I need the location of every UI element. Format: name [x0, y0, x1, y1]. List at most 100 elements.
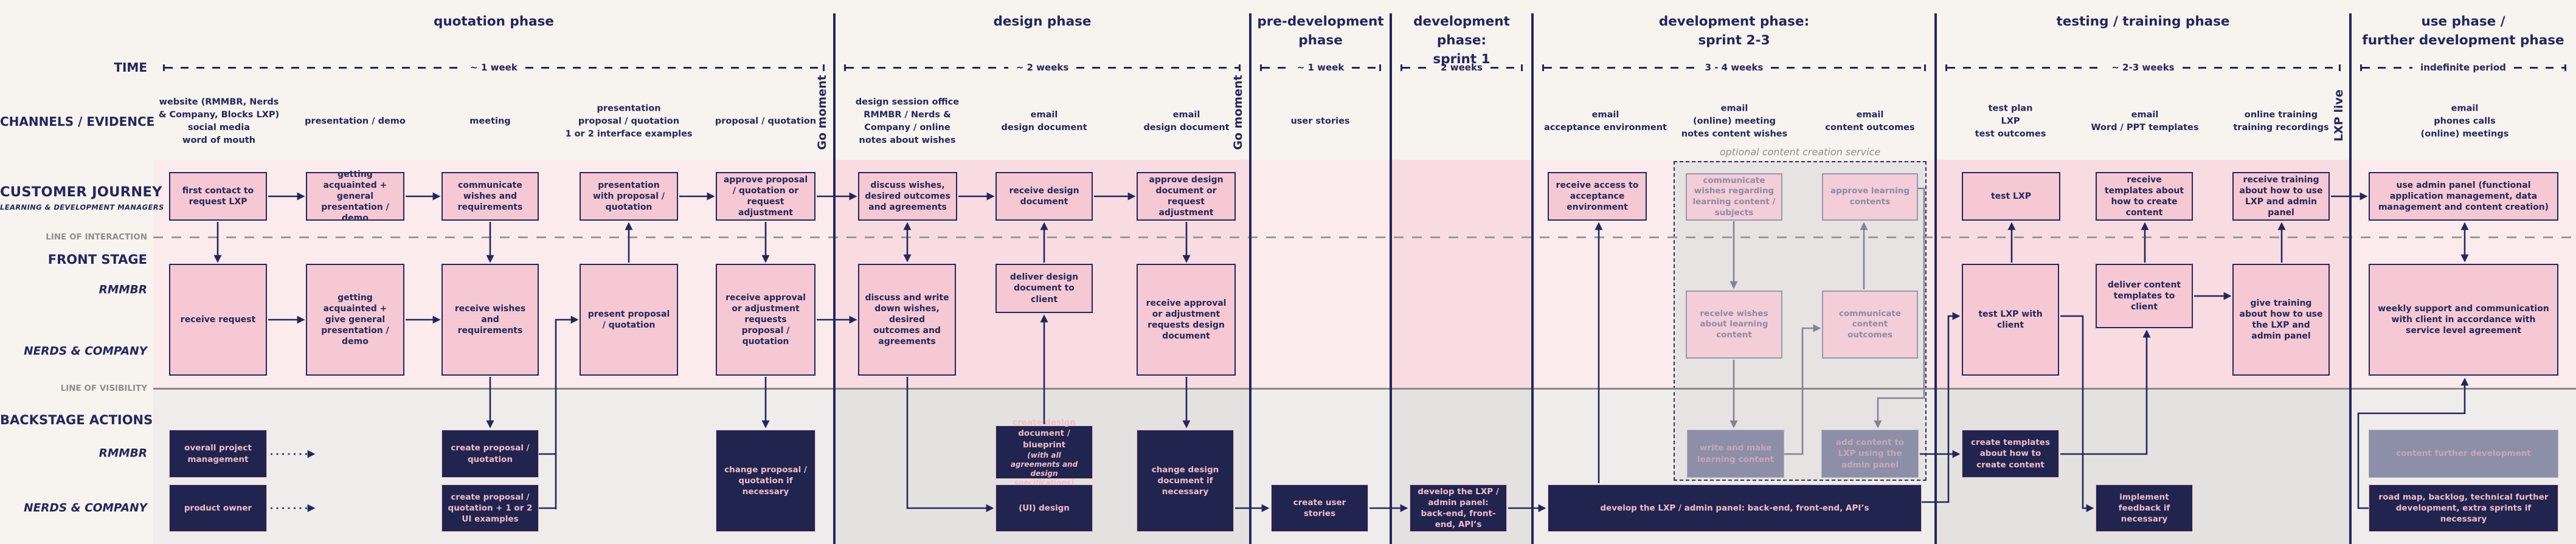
- blueprint-box-cj-approve-proposal: approve proposal / quotation or request …: [716, 172, 815, 221]
- front-stage-nerds-label: NERDS & COMPANY: [24, 345, 147, 358]
- time-endpoint-tick: [2360, 64, 2362, 71]
- box-text: receive wishes about learning content: [1700, 308, 1768, 340]
- channel-line: email: [1172, 110, 1200, 120]
- time-dashed-segment: [1076, 66, 1239, 69]
- phase-title-design: design phase: [839, 12, 1245, 31]
- phase-duration-testing-training: ~ 2-3 weeks: [2111, 62, 2175, 73]
- phase-duration-pre-development: ~ 1 week: [1297, 62, 1345, 73]
- channel-line: 1 or 2 interface examples: [565, 129, 693, 139]
- box-text: implement feedback if necessary: [2118, 492, 2170, 525]
- phase-duration-design: ~ 2 weeks: [1016, 62, 1069, 73]
- phase-time-sprint-1: 2 weeks: [1401, 62, 1523, 73]
- time-endpoint-tick: [1260, 64, 1262, 71]
- phase-title-line: further development phase: [2362, 33, 2564, 48]
- optional-content-region-label: optional content creation service: [1719, 146, 1881, 158]
- box-text: content further development: [2396, 449, 2531, 459]
- phase-divider: [1390, 13, 1392, 544]
- box-text: create user stories: [1293, 497, 1346, 518]
- phase-time-quotation: ~ 1 week: [163, 62, 825, 73]
- box-text: receive design document: [1009, 185, 1079, 207]
- blueprint-box-bs-write-content: write and make learning content: [1687, 430, 1784, 478]
- blueprint-box-cj-discuss-wishes: discuss wishes, desired outcomes and agr…: [858, 172, 957, 221]
- time-dashed-segment: [1947, 66, 2104, 69]
- box-text: discuss and write down wishes, desired o…: [865, 292, 949, 347]
- channel-line: acceptance environment: [1544, 123, 1667, 133]
- box-text: discuss wishes, desired outcomes and agr…: [865, 180, 950, 213]
- phase-title-pre-development: pre-development phase: [1255, 12, 1386, 50]
- phase-time-use-further: indefinite period: [2360, 62, 2567, 73]
- channel-line: content outcomes: [1825, 123, 1915, 133]
- blueprint-box-cj-presentation-proposal: presentation with proposal / quotation: [580, 172, 678, 221]
- phase-divider: [833, 13, 836, 544]
- channel-evidence-item-0: website (RMMBR, Nerds& Company, Blocks L…: [145, 96, 294, 147]
- blueprint-box-cj-communicate-learning-wishes: communicate wishes regarding learning co…: [1686, 173, 1782, 221]
- phase-title-line: phase: [1298, 33, 1343, 48]
- blueprint-box-bs-create-user-stories: create user stories: [1271, 484, 1368, 532]
- blueprint-box-cj-receive-design-doc: receive design document: [995, 172, 1093, 221]
- blueprint-box-fs-receive-wishes: receive wishes and requirements: [441, 264, 539, 376]
- blueprint-box-bs-create-proposal: create proposal / quotation: [441, 430, 539, 478]
- time-dashed-segment: [1352, 66, 1380, 69]
- customer-journey-row-label: CUSTOMER JOURNEY: [0, 184, 162, 200]
- channel-line: proposal / quotation: [715, 116, 817, 126]
- box-text: receive access to acceptance environment: [1556, 180, 1639, 213]
- customer-journey-row-sublabel: LEARNING & DEVELOPMENT MANAGERS: [0, 203, 164, 212]
- blueprint-box-cj-receive-templates: receive templates about how to create co…: [2096, 172, 2193, 221]
- channel-evidence-item-8: user stories: [1259, 115, 1381, 128]
- phase-duration-use-further: indefinite period: [2420, 62, 2506, 73]
- box-text: deliver design document to client: [1009, 272, 1079, 305]
- box-text: add content to LXP using the admin panel: [1835, 438, 1905, 470]
- channel-line: email: [1591, 110, 1619, 120]
- channel-line: design document: [1143, 123, 1230, 133]
- box-text: create templates about how to create con…: [1971, 438, 2050, 470]
- box-text: communicate wishes regarding learning co…: [1692, 175, 1776, 218]
- box-text: test LXP with client: [1978, 309, 2043, 330]
- time-endpoint-tick: [2564, 64, 2567, 71]
- blueprint-box-fs-receive-approval: receive approval or adjustment requests …: [716, 264, 815, 376]
- blueprint-box-fs-give-training: give training about how to use the LXP a…: [2232, 264, 2330, 376]
- backstage-nerds-label: NERDS & COMPANY: [24, 501, 147, 515]
- channel-line: website (RMMBR, Nerds: [159, 97, 279, 107]
- phase-title-sprint-2-3: development phase:sprint 2-3: [1537, 12, 1931, 50]
- phase-title-line: pre-development: [1257, 14, 1384, 29]
- phase-title-sprint-1: development phase: sprint 1: [1396, 12, 1528, 69]
- time-dashed-segment: [1771, 66, 1924, 69]
- channel-line: email: [2451, 103, 2479, 114]
- box-text: approve learning contents: [1830, 186, 1910, 207]
- channel-line: email: [1030, 110, 1058, 120]
- box-text: deliver content templates to client: [2107, 280, 2181, 312]
- time-dashed-segment: [846, 66, 1008, 69]
- phase-title-line: use phase /: [2421, 14, 2505, 29]
- blueprint-box-fs-receive-approval-design: receive approval or adjustment requests …: [1137, 264, 1236, 376]
- phase-title-line: quotation phase: [433, 14, 555, 29]
- phase-title-line: testing / training phase: [2056, 14, 2230, 29]
- time-endpoint-tick: [844, 64, 846, 71]
- front-stage-row-label: FRONT STAGE: [47, 252, 147, 267]
- blueprint-box-bs-content-further-dev: content further development: [2369, 430, 2558, 478]
- box-text: use admin panel (functional application …: [2378, 180, 2549, 213]
- blueprint-box-fs-communicate-outcomes: communicate content outcomes: [1822, 291, 1918, 359]
- backstage-rmmbr-label: RMMBR: [99, 447, 147, 460]
- channel-line: (online) meeting: [1692, 116, 1776, 126]
- channel-line: meeting: [469, 116, 511, 126]
- phase-title-line: sprint 1: [1433, 52, 1491, 67]
- box-text: communicate wishes and requirements: [457, 180, 523, 213]
- blueprint-box-fs-receive-learning-wishes: receive wishes about learning content: [1686, 291, 1782, 359]
- channel-line: social media: [187, 123, 251, 133]
- phase-title-line: development phase:: [1413, 14, 1510, 48]
- blueprint-box-bs-implement-feedback: implement feedback if necessary: [2096, 484, 2193, 532]
- blueprint-box-bs-create-proposal-ui: create proposal / quotation + 1 or 2 UI …: [441, 484, 539, 532]
- time-dashed-segment: [1490, 66, 1521, 69]
- box-text: create design document / blueprint: [1013, 418, 1076, 450]
- phase-transition-marker: Go moment: [815, 75, 829, 150]
- blueprint-box-fs-getting-acquainted: getting acquainted + give general presen…: [306, 264, 404, 376]
- blueprint-box-cj-getting-acquainted: getting acquainted + general presentatio…: [306, 170, 404, 223]
- channel-evidence-item-1: presentation / demo: [288, 115, 422, 128]
- box-text: receive request: [180, 314, 256, 325]
- channels-row-label: CHANNELS / EVIDENCE: [0, 114, 155, 129]
- phase-duration-quotation: ~ 1 week: [470, 62, 518, 73]
- channel-line: (online) meetings: [2420, 129, 2509, 139]
